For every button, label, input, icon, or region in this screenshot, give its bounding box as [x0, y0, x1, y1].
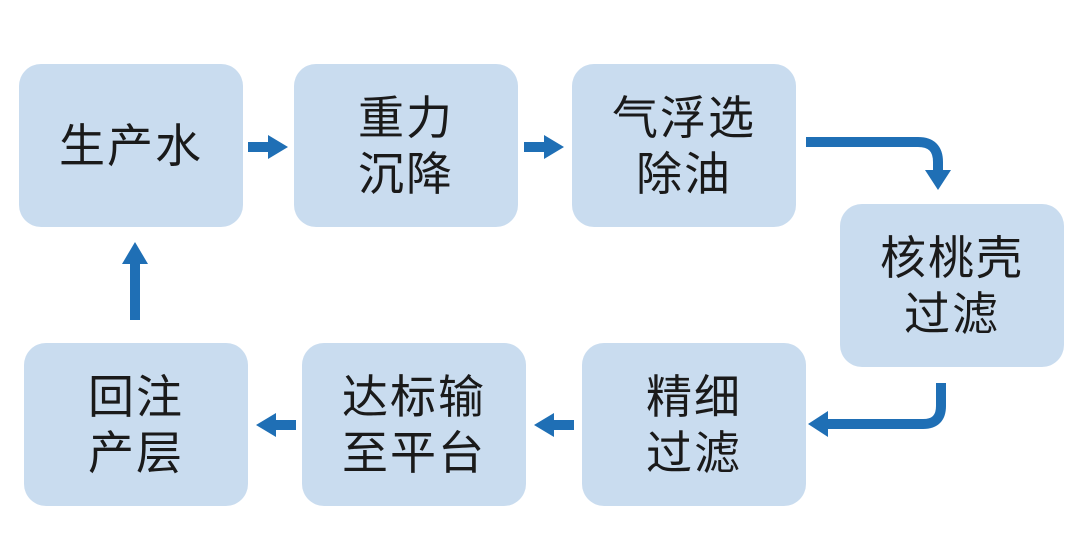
- node-air-flotation: 气浮选 除油: [572, 64, 796, 227]
- node-label-line: 过滤: [904, 286, 1000, 341]
- arrow-elbow-down-icon: [806, 137, 951, 190]
- arrow-up-icon: [122, 242, 148, 320]
- arrow-left-icon: [534, 413, 574, 437]
- node-label-line: 过滤: [646, 425, 742, 480]
- node-label-line: 沉降: [358, 146, 454, 201]
- node-reinjection: 回注 产层: [24, 343, 248, 506]
- node-produced-water: 生产水: [19, 64, 243, 227]
- node-label-line: 生产水: [59, 118, 203, 173]
- node-label-line: 重力: [358, 90, 454, 145]
- arrow-left-icon: [256, 413, 296, 437]
- node-label-line: 达标输: [342, 369, 486, 424]
- node-label-line: 核桃壳: [880, 230, 1024, 285]
- node-fine-filter: 精细 过滤: [582, 343, 806, 506]
- arrow-right-icon: [524, 135, 564, 159]
- node-label-line: 至平台: [342, 425, 486, 480]
- node-label-line: 除油: [636, 146, 732, 201]
- arrow-right-icon: [248, 135, 288, 159]
- node-walnut-shell-filter: 核桃壳 过滤: [840, 204, 1064, 367]
- node-transport-platform: 达标输 至平台: [302, 343, 526, 506]
- node-label-line: 产层: [88, 425, 184, 480]
- arrow-elbow-left-icon: [808, 383, 946, 437]
- node-label-line: 精细: [646, 369, 742, 424]
- node-label-line: 回注: [88, 369, 184, 424]
- node-gravity-settling: 重力 沉降: [294, 64, 518, 227]
- node-label-line: 气浮选: [612, 90, 756, 145]
